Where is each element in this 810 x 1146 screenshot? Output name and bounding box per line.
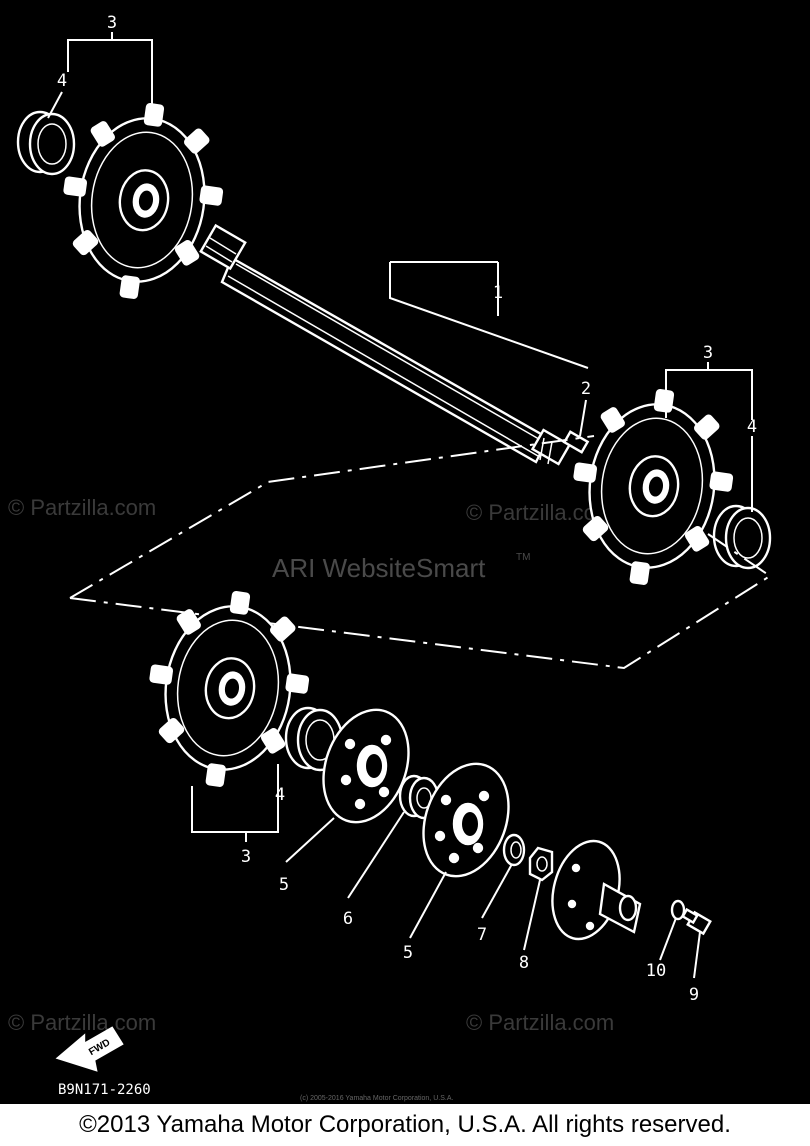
- callout-5: 5: [279, 875, 289, 895]
- collar-upper-right: [712, 504, 772, 570]
- sprocket-lower: [135, 580, 320, 798]
- callout-9: 9: [689, 985, 699, 1005]
- footer-copyright: ©2013 Yamaha Motor Corporation, U.S.A. A…: [0, 1104, 810, 1146]
- diagram-copyright: (c) 2005-2016 Yamaha Motor Corporation, …: [300, 1095, 453, 1102]
- nut: [528, 846, 554, 882]
- plate-upper: [322, 708, 410, 824]
- callout-leaders-lower: [191, 764, 701, 979]
- sprocket-upper-left: [49, 92, 234, 310]
- partzilla-watermark: © Partzilla.com: [466, 1010, 614, 1035]
- callout-7: 7: [477, 925, 487, 945]
- assembly-reference-lines: [69, 435, 772, 670]
- drive-shaft: [199, 223, 572, 466]
- bearing: [398, 774, 440, 820]
- shaft-bolt: [562, 430, 590, 454]
- plate-lower: [422, 762, 510, 878]
- callout-3: 3: [107, 13, 117, 33]
- callout-1: 1: [493, 283, 503, 303]
- ari-watermark: ARI WebsiteSmart: [272, 553, 486, 583]
- callout-3: 3: [703, 343, 713, 363]
- callout-6: 6: [343, 909, 353, 929]
- callout-4: 4: [57, 71, 67, 91]
- callout-3: 3: [241, 847, 251, 867]
- callout-2: 2: [581, 379, 591, 399]
- washer: [502, 833, 526, 867]
- flange-bolt: [681, 907, 712, 936]
- callout-5: 5: [403, 943, 413, 963]
- callout-4: 4: [275, 785, 285, 805]
- callout-leaders-upper: [47, 32, 753, 512]
- callout-10: 10: [646, 961, 666, 981]
- hub-flange: [551, 839, 642, 941]
- collar-upper-left: [16, 110, 76, 176]
- forward-arrow-icon: FWD: [55, 1026, 124, 1072]
- ari-trademark: TM: [516, 552, 530, 563]
- partzilla-watermark: © Partzilla.com: [8, 495, 156, 520]
- partzilla-watermark: © Partzilla.com: [8, 1010, 156, 1035]
- callout-8: 8: [519, 953, 529, 973]
- small-washer: [670, 899, 686, 921]
- diagram-id: B9N171-2260: [58, 1082, 151, 1098]
- callout-4: 4: [747, 417, 757, 437]
- sprocket-upper-right: [559, 378, 744, 596]
